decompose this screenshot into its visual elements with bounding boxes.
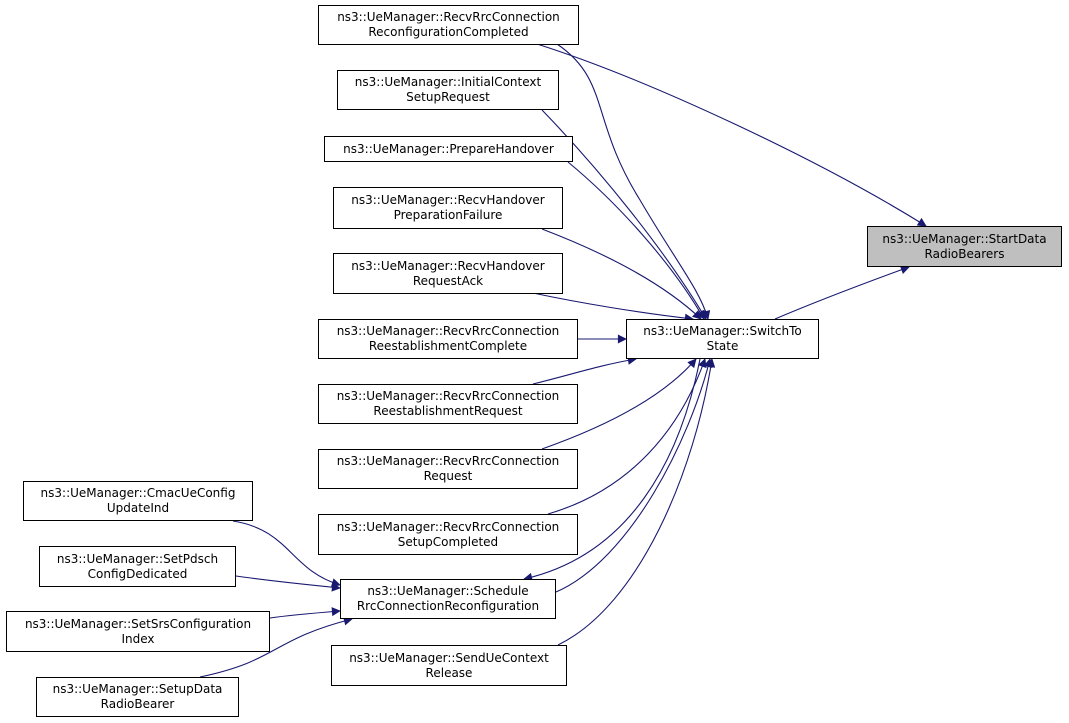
edge-reconf-completed-to-switch <box>556 43 711 320</box>
edge-initial-context-to-switch <box>541 109 707 320</box>
node-label-line1: ns3::UeManager::CmacUeConfig <box>40 486 236 500</box>
edge-reestablish-request-to-switch <box>532 355 637 385</box>
edge-cmac-to-schedule <box>232 520 341 587</box>
node-recv-rrc-connection-reconfiguration-completed[interactable]: ns3::UeManager::RecvRrcConnection Reconf… <box>318 5 579 45</box>
node-label-line1: ns3::UeManager::RecvRrcConnection <box>336 324 560 338</box>
edge-context-release-to-switch <box>557 358 716 646</box>
node-label-line1: ns3::UeManager::SwitchTo <box>643 324 802 338</box>
edge-schedule-to-switch <box>555 358 713 593</box>
node-label-line1: ns3::UeManager::InitialContext <box>354 75 542 89</box>
node-set-pdsch-config-dedicated[interactable]: ns3::UeManager::SetPdsch ConfigDedicated <box>39 546 236 587</box>
node-label-line1: ns3::UeManager::RecvRrcConnection <box>336 519 560 534</box>
node-label-line2: Request <box>423 469 473 483</box>
node-recv-rrc-connection-setup-completed[interactable]: ns3::UeManager::RecvRrcConnection SetupC… <box>318 514 578 555</box>
node-label-line2: RadioBearers <box>924 246 1005 261</box>
node-label-line1: ns3::UeManager::SetSrsConfiguration <box>24 616 252 631</box>
node-schedule-rrc-connection-reconfiguration[interactable]: ns3::UeManager::Schedule RrcConnectionRe… <box>340 579 556 619</box>
node-label-line2: ReestablishmentRequest <box>373 404 523 418</box>
edge-prepare-handover-to-switch <box>567 161 705 320</box>
edge-handover-failure-to-switch <box>541 228 702 320</box>
edge-handover-ack-to-switch <box>532 292 694 323</box>
node-label-line1: ns3::UeManager::Schedule <box>367 584 529 598</box>
node-label-line1: ns3::UeManager::SendUeContext <box>349 650 549 665</box>
node-recv-handover-request-ack[interactable]: ns3::UeManager::RecvHandover RequestAck <box>333 253 563 294</box>
node-label-line2: RrcConnectionReconfiguration <box>356 599 540 613</box>
node-recv-rrc-connection-request[interactable]: ns3::UeManager::RecvRrcConnection Reques… <box>318 449 578 489</box>
node-label-line1: ns3::UeManager::SetupData <box>52 682 223 696</box>
node-label-line1: ns3::UeManager::SetPdsch <box>56 551 219 566</box>
node-label-line2: ReconfigurationCompleted <box>368 25 529 39</box>
node-label-line1: ns3::UeManager::RecvHandover <box>351 193 545 207</box>
edge-setup-bearer-to-schedule <box>199 616 353 678</box>
edge-reconf-completed-to-start-data <box>536 43 927 227</box>
node-label-line2: RequestAck <box>412 273 484 288</box>
node-label-line2: SetupRequest <box>406 90 490 104</box>
node-setup-data-radio-bearer[interactable]: ns3::UeManager::SetupData RadioBearer <box>36 677 239 717</box>
node-label-line1: ns3::UeManager::RecvRrcConnection <box>336 389 560 403</box>
node-label-line2: SetupCompleted <box>397 534 499 549</box>
node-label-line2: Release <box>425 665 473 680</box>
edge-switch-to-schedule <box>523 358 701 582</box>
node-label-line1: ns3::UeManager::RecvRrcConnection <box>336 454 560 468</box>
edge-switch-to-start-data <box>774 265 910 320</box>
node-recv-handover-preparation-failure[interactable]: ns3::UeManager::RecvHandover Preparation… <box>333 187 563 229</box>
node-label-line2: UpdateInd <box>106 501 170 515</box>
node-label-line1: ns3::UeManager::RecvHandover <box>351 258 545 273</box>
node-prepare-handover[interactable]: ns3::UeManager::PrepareHandover <box>324 136 573 162</box>
edge-srs-to-schedule <box>269 607 341 619</box>
edge-setup-completed-to-switch <box>547 358 707 515</box>
node-start-data-radio-bearers: ns3::UeManager::StartData RadioBearers <box>867 226 1062 267</box>
node-label-line1: ns3::UeManager::RecvRrcConnection <box>337 10 560 24</box>
node-initial-context-setup-request[interactable]: ns3::UeManager::InitialContext SetupRequ… <box>337 70 559 110</box>
edge-pdsch-to-schedule <box>235 575 341 592</box>
node-label-line2: RadioBearer <box>100 697 175 711</box>
node-label-line1: ns3::UeManager::StartData <box>882 231 1047 246</box>
node-recv-rrc-connection-reestablishment-request[interactable]: ns3::UeManager::RecvRrcConnection Reesta… <box>318 384 578 424</box>
node-recv-rrc-connection-reestablishment-complete[interactable]: ns3::UeManager::RecvRrcConnection Reesta… <box>318 319 578 359</box>
edge-rrc-request-to-switch <box>541 358 697 450</box>
node-set-srs-configuration-index[interactable]: ns3::UeManager::SetSrsConfiguration Inde… <box>6 611 270 652</box>
node-label-line2: Index <box>121 631 155 646</box>
node-cmac-ue-config-update-ind[interactable]: ns3::UeManager::CmacUeConfig UpdateInd <box>23 481 253 521</box>
node-label-line2: State <box>706 339 739 353</box>
node-send-ue-context-release[interactable]: ns3::UeManager::SendUeContext Release <box>331 645 567 686</box>
node-label-line2: ConfigDedicated <box>87 566 188 581</box>
node-label-line2: ReestablishmentComplete <box>368 339 528 353</box>
node-label-line1: ns3::UeManager::PrepareHandover <box>343 141 554 156</box>
node-label-line2: PreparationFailure <box>393 208 503 222</box>
node-switch-to-state[interactable]: ns3::UeManager::SwitchTo State <box>626 319 819 359</box>
